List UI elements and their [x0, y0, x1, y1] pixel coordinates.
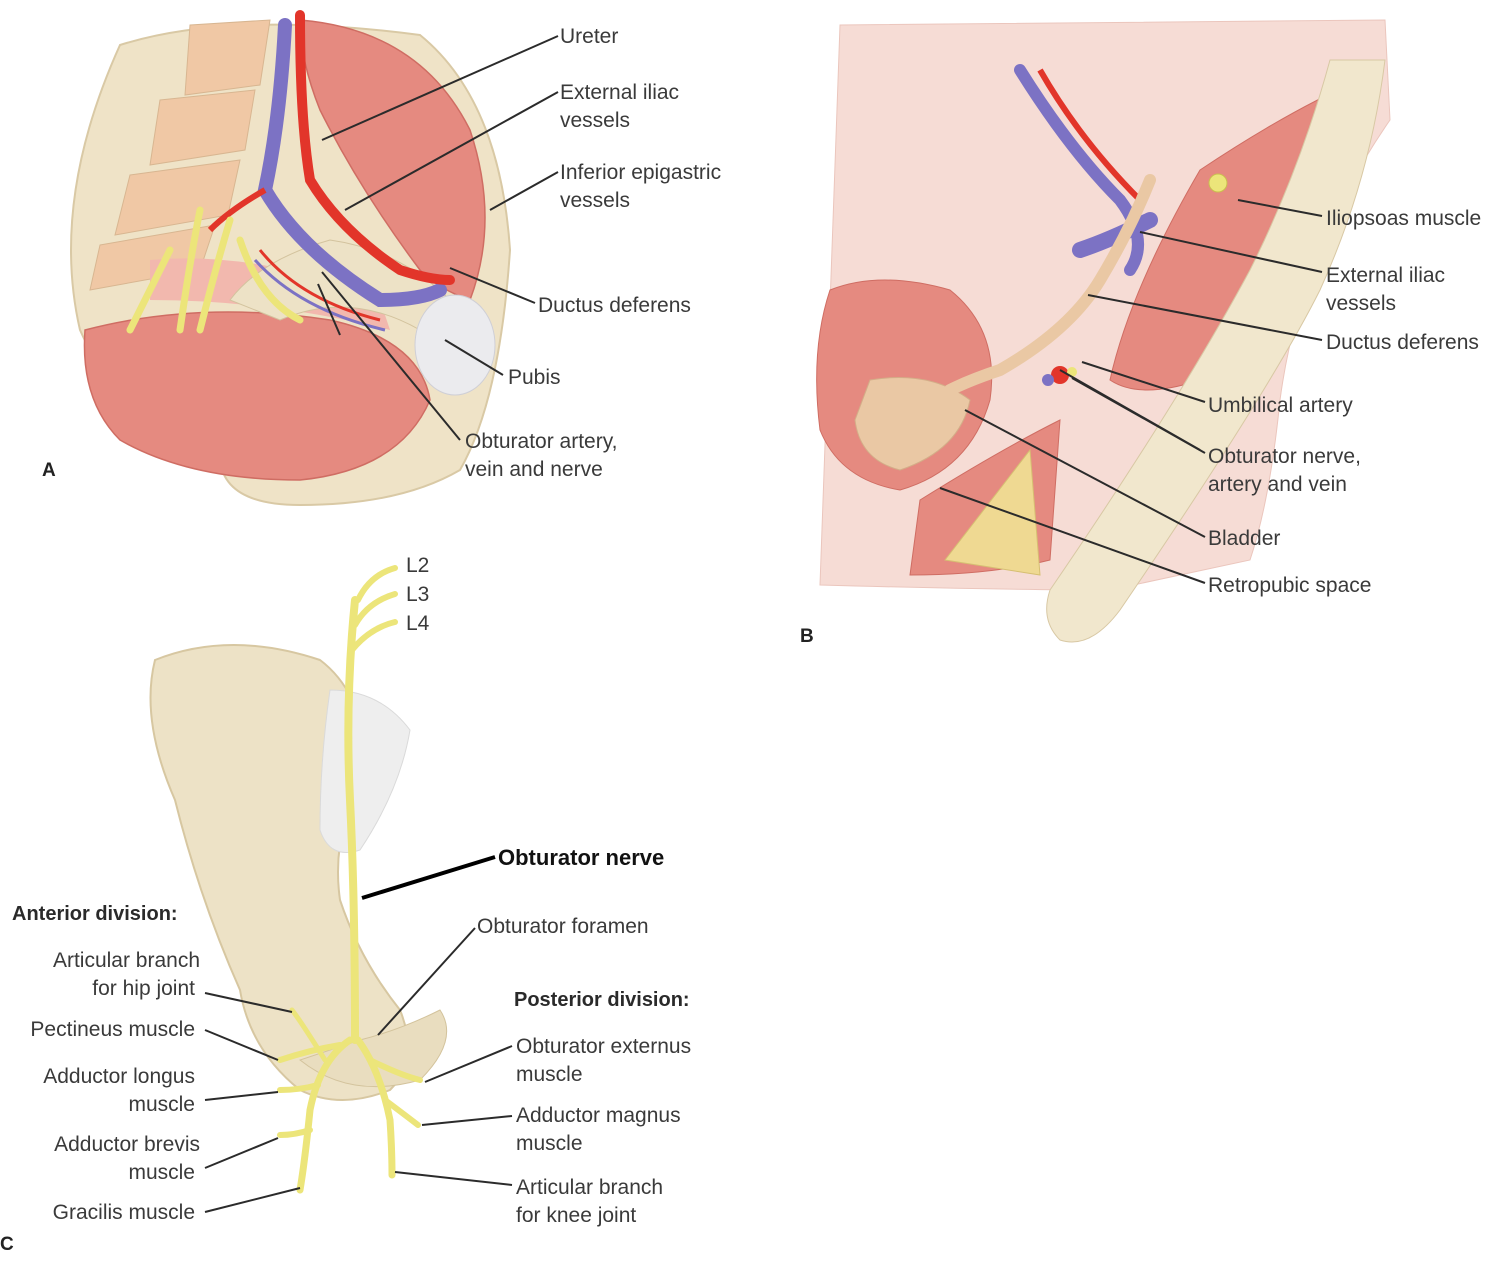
- label-articular-hip-line2: for hip joint: [92, 977, 195, 1000]
- label-l2: L2: [406, 554, 429, 577]
- label-articular-knee-line2: for knee joint: [516, 1204, 636, 1227]
- panel-c-illustration: [149, 565, 448, 1194]
- label-l4: L4: [406, 612, 430, 635]
- label-ductus-deferens-a: Ductus deferens: [538, 294, 691, 317]
- label-pectineus: Pectineus muscle: [30, 1018, 195, 1041]
- label-pubis: Pubis: [508, 366, 561, 389]
- label-external-iliac-b-line1: External iliac: [1326, 264, 1445, 287]
- label-iliopsoas: Iliopsoas muscle: [1326, 207, 1481, 230]
- panel-a-labels: Ureter External iliac vessels Inferior e…: [42, 25, 721, 481]
- label-ureter: Ureter: [560, 25, 618, 48]
- panel-b-illustration: [816, 19, 1391, 643]
- label-obturator-externus-line1: Obturator externus: [516, 1035, 691, 1058]
- panel-b-labels: Iliopsoas muscle External iliac vessels …: [800, 207, 1481, 647]
- label-ductus-deferens-b: Ductus deferens: [1326, 331, 1479, 354]
- label-inferior-epigastric-line2: vessels: [560, 189, 630, 212]
- label-adductor-brevis-line2: muscle: [128, 1161, 195, 1184]
- label-inferior-epigastric-line1: Inferior epigastric: [560, 161, 721, 184]
- label-obturator-foramen: Obturator foramen: [477, 915, 649, 938]
- label-external-iliac-b-line2: vessels: [1326, 292, 1396, 315]
- panel-letter-c: C: [0, 1234, 14, 1255]
- panel-letter-b: B: [800, 626, 814, 647]
- panel-a-illustration: [70, 10, 512, 507]
- label-adductor-brevis-line1: Adductor brevis: [54, 1133, 200, 1156]
- label-articular-knee-line1: Articular branch: [516, 1176, 663, 1199]
- label-obturator-b-line1: Obturator nerve,: [1208, 445, 1361, 468]
- label-l3: L3: [406, 583, 429, 606]
- label-adductor-magnus-line1: Adductor magnus: [516, 1104, 681, 1127]
- label-bladder: Bladder: [1208, 527, 1280, 550]
- label-posterior-division: Posterior division:: [514, 989, 690, 1011]
- panel-letter-a: A: [42, 460, 56, 481]
- label-external-iliac-a-line2: vessels: [560, 109, 630, 132]
- label-umbilical-artery: Umbilical artery: [1208, 394, 1353, 417]
- label-external-iliac-a-line1: External iliac: [560, 81, 679, 104]
- label-gracilis: Gracilis muscle: [53, 1201, 195, 1224]
- label-retropubic-space: Retropubic space: [1208, 574, 1371, 597]
- label-adductor-magnus-line2: muscle: [516, 1132, 583, 1155]
- label-obturator-nerve: Obturator nerve: [498, 845, 664, 870]
- label-articular-hip-line1: Articular branch: [53, 949, 200, 972]
- label-adductor-longus-line2: muscle: [128, 1093, 195, 1116]
- label-adductor-longus-line1: Adductor longus: [43, 1065, 195, 1088]
- label-obturator-externus-line2: muscle: [516, 1063, 583, 1086]
- panel-c-labels: L2 L3 L4 Obturator nerve Anterior divisi…: [0, 554, 691, 1255]
- label-anterior-division: Anterior division:: [12, 903, 178, 925]
- label-obturator-a-line1: Obturator artery,: [465, 430, 618, 453]
- leader-lines: [204, 35, 1323, 1213]
- label-obturator-b-line2: artery and vein: [1208, 473, 1347, 496]
- label-obturator-a-line2: vein and nerve: [465, 458, 603, 481]
